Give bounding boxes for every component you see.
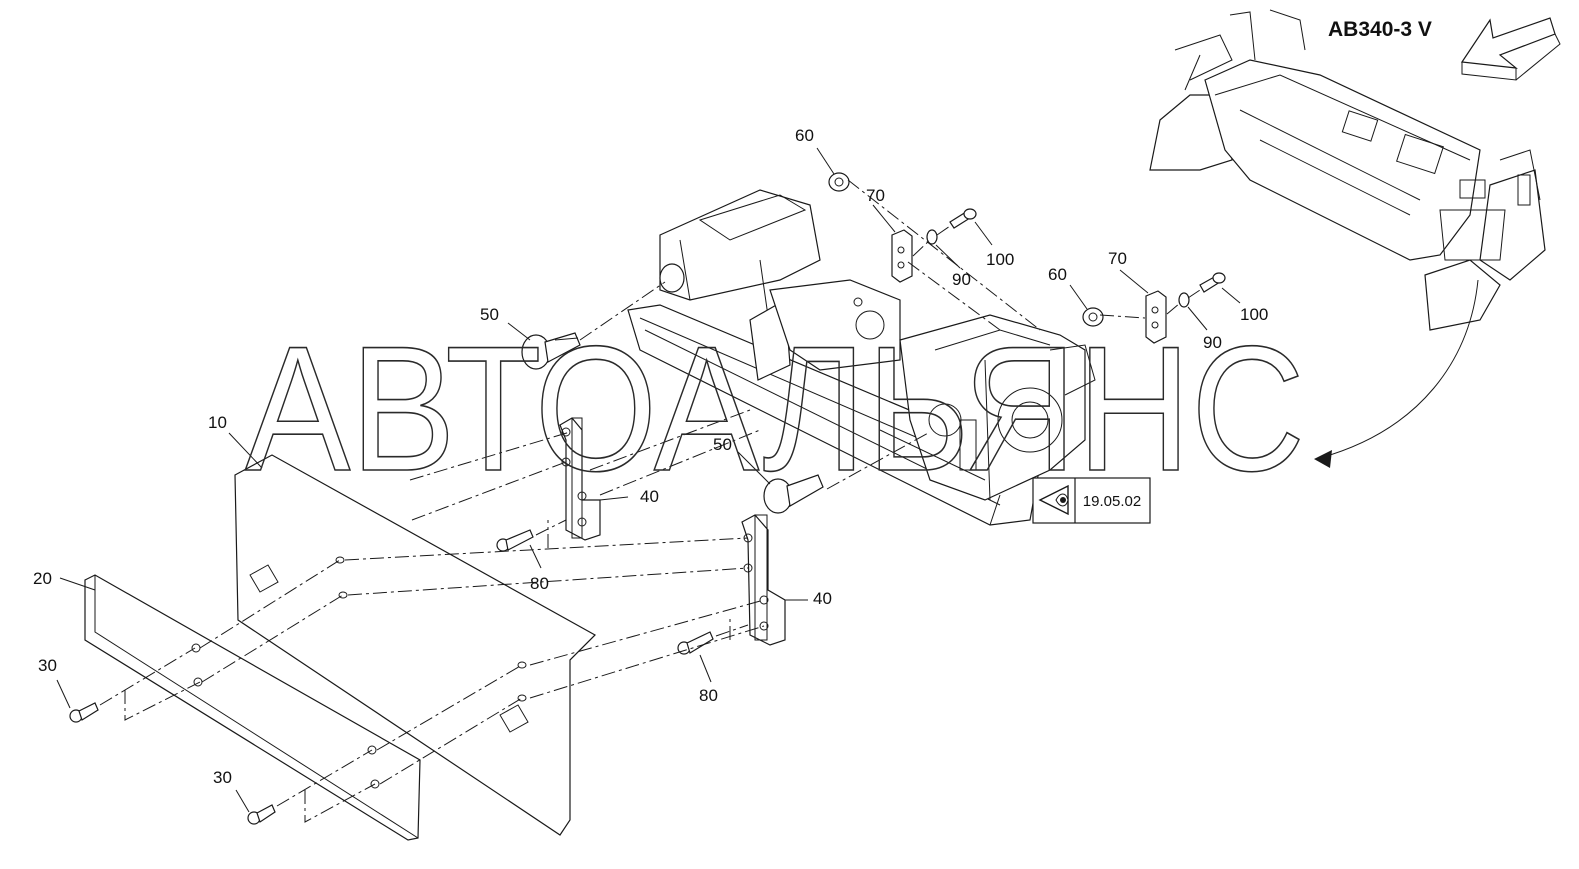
direction-arrow-icon (1460, 17, 1556, 69)
label-90-lower: 90 (1203, 333, 1222, 352)
part-40-bracket-upper (559, 417, 601, 541)
label-40-lower: 40 (813, 589, 832, 608)
eye-icon (1038, 484, 1069, 516)
label-10: 10 (208, 413, 227, 432)
frame-assembly (627, 189, 1096, 526)
reference-number: 19.05.02 (1083, 493, 1141, 510)
label-40-upper: 40 (640, 487, 659, 506)
part-70-plate-upper (891, 229, 913, 283)
part-30-screw-lower (247, 804, 276, 825)
label-80-lower: 80 (699, 686, 718, 705)
watermark: АВТОАЛЬЯНС (245, 309, 1305, 508)
part-80-screw-upper (496, 529, 534, 552)
label-100-lower: 100 (1240, 305, 1268, 324)
label-30-lower: 30 (213, 768, 232, 787)
reference-box[interactable]: 19.05.02 (1032, 477, 1151, 524)
label-30-upper: 30 (38, 656, 57, 675)
label-60-upper: 60 (795, 126, 814, 145)
part-20-strip (84, 574, 421, 841)
model-title: AB340-3 V (1328, 18, 1432, 41)
part-40-bracket-lower (741, 514, 786, 646)
pointer-arrow-head (1314, 450, 1332, 468)
assembly-lines (99, 179, 1201, 823)
part-90-washer-lower (1178, 292, 1190, 308)
label-60-lower: 60 (1048, 265, 1067, 284)
leader-lines (56, 147, 1241, 813)
machine-overview (1149, 9, 1546, 468)
part-50-bolt-upper (521, 332, 581, 370)
part-60-nut-lower (1082, 307, 1104, 327)
part-100-screw-upper (949, 208, 977, 229)
label-20: 20 (33, 569, 52, 588)
part-100-screw-lower (1199, 272, 1226, 293)
label-70-lower: 70 (1108, 249, 1127, 268)
part-30-screw-upper (69, 702, 99, 723)
part-60-nut-upper (828, 172, 850, 192)
label-70-upper: 70 (866, 186, 885, 205)
label-50-upper: 50 (480, 305, 499, 324)
part-50-bolt-lower (763, 474, 824, 514)
part-90-washer-upper (926, 229, 938, 245)
label-100-upper: 100 (986, 250, 1014, 269)
label-90-upper: 90 (952, 270, 971, 289)
label-80-upper: 80 (530, 574, 549, 593)
part-10-plate (234, 454, 596, 836)
part-70-plate-lower (1145, 290, 1167, 344)
part-80-screw-lower (677, 631, 714, 655)
label-50-lower: 50 (713, 435, 732, 454)
